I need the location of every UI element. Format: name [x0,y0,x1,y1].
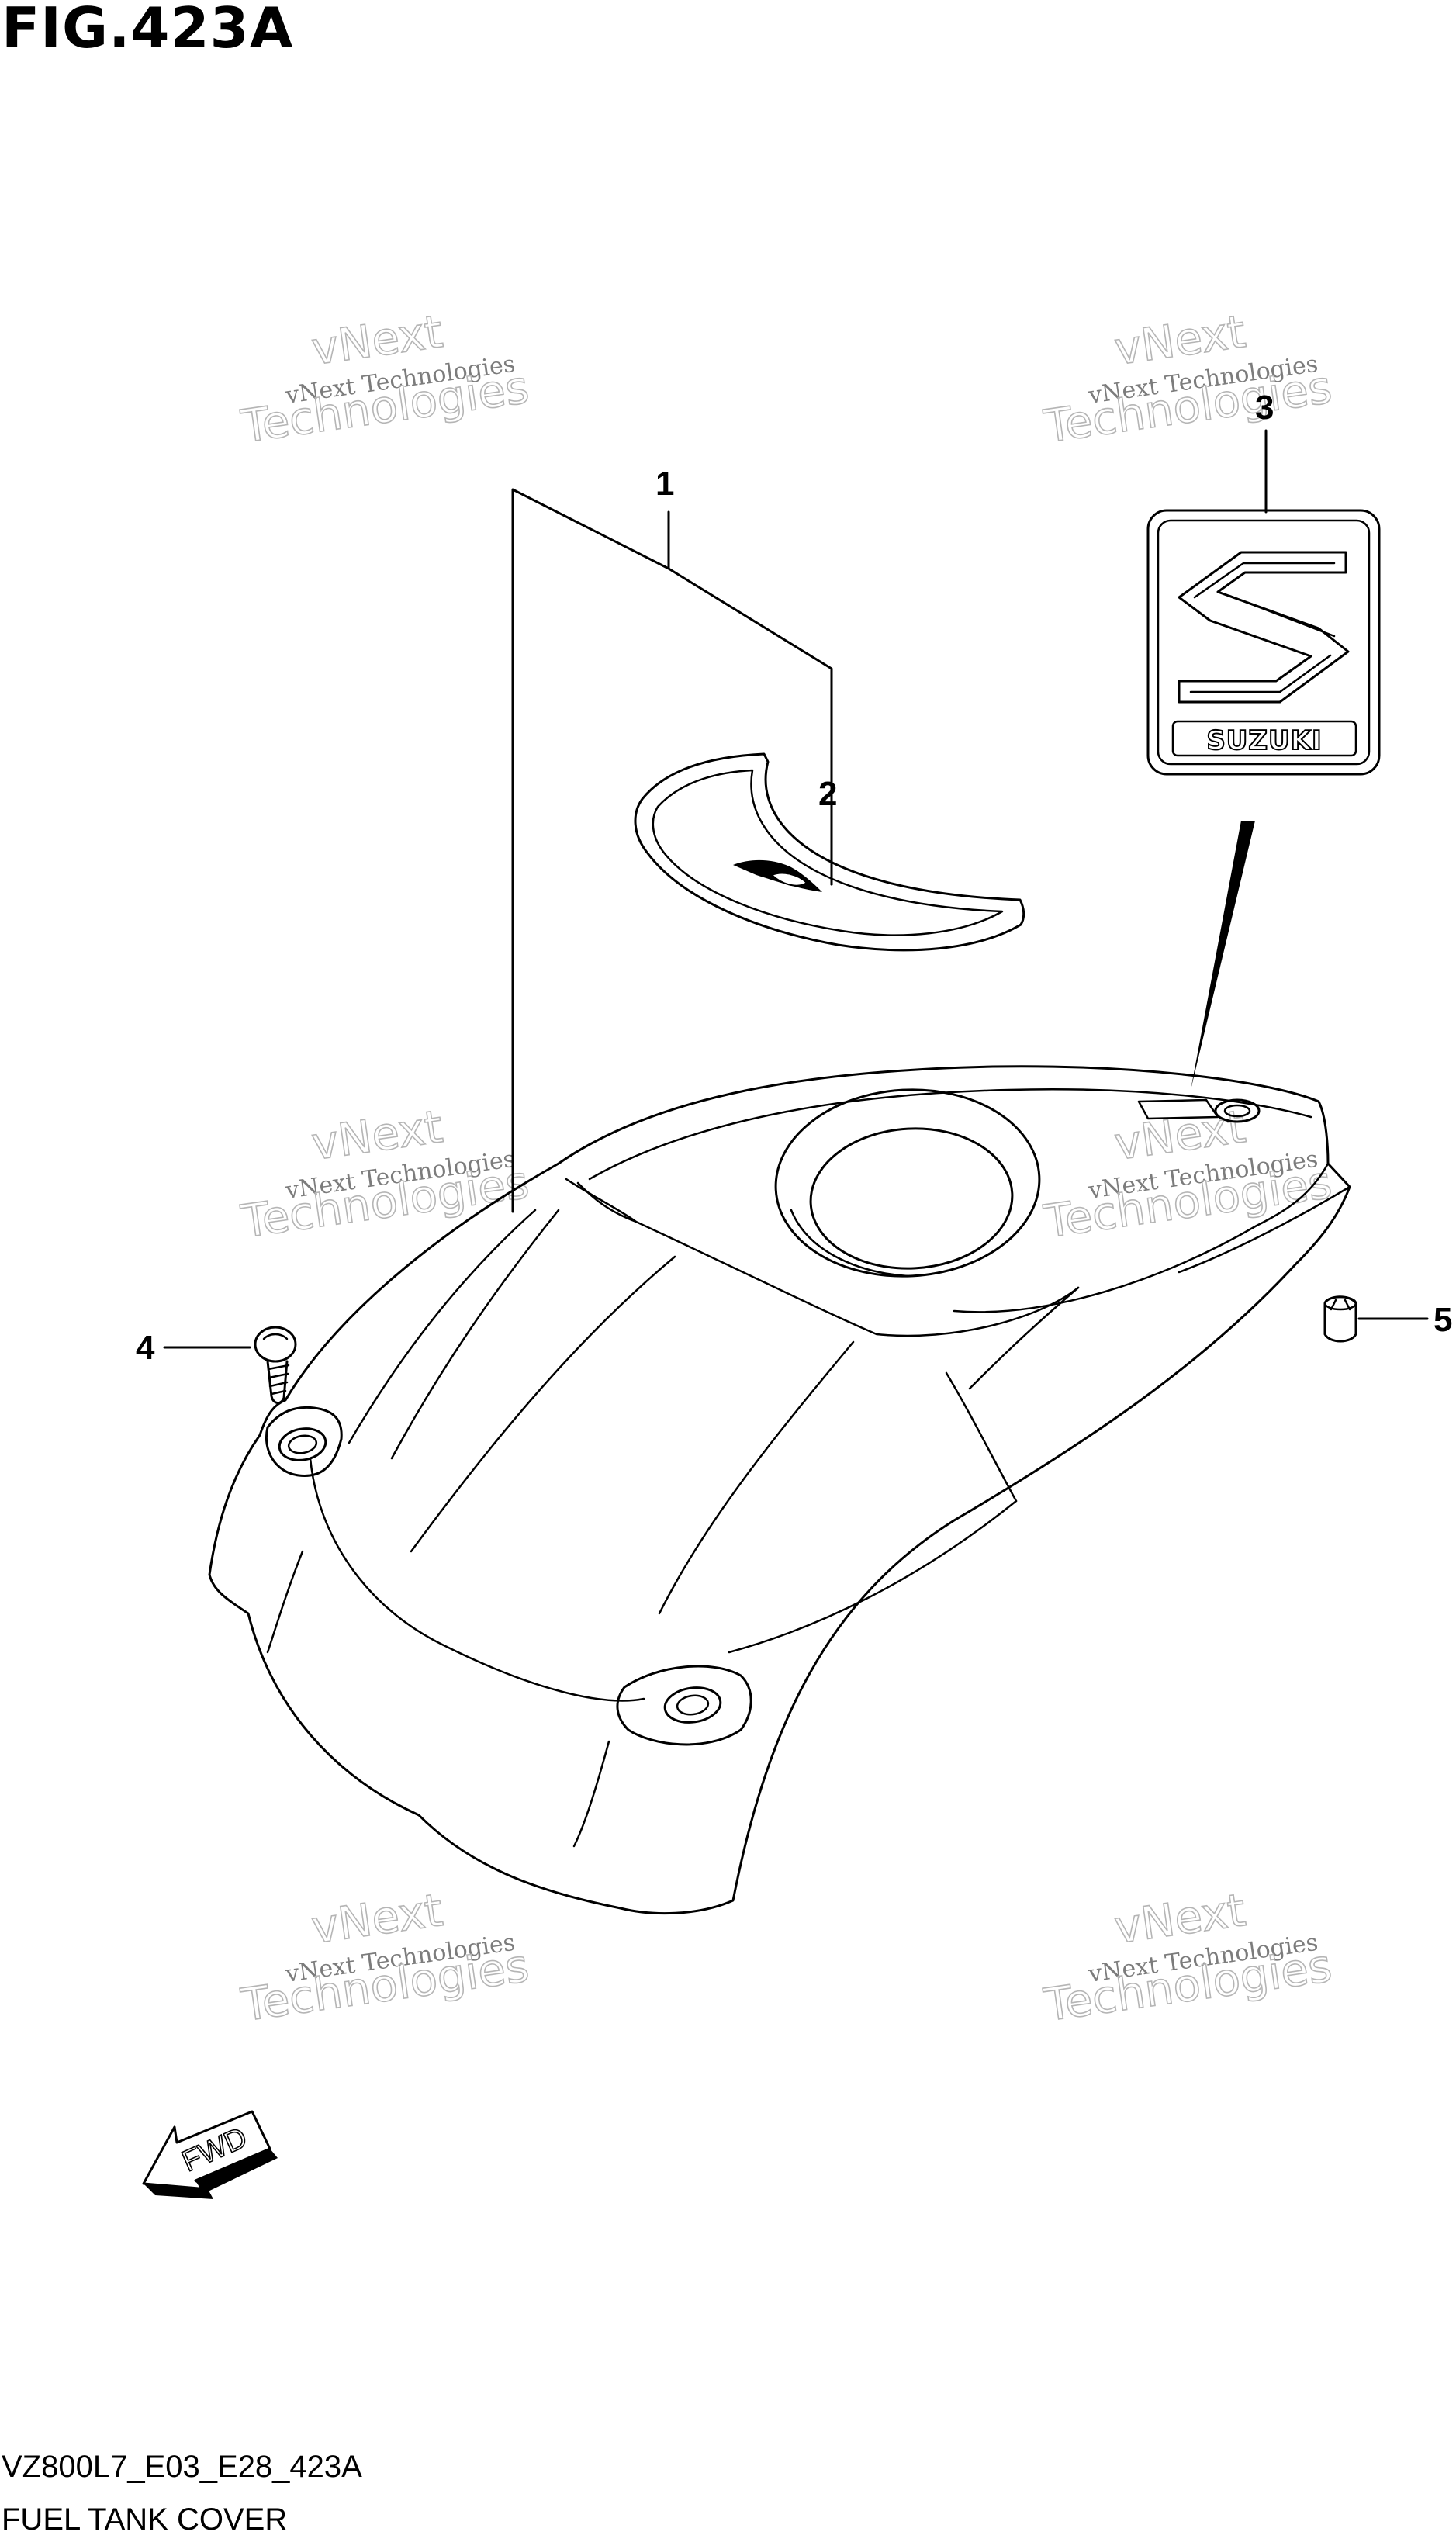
drawing-code: VZ800L7_E03_E28_423A [2,2450,362,2484]
watermark-top-left: vNext Technologies vNext Technologies [237,304,533,454]
grommet-nut-icon [1323,1295,1357,1343]
tank-pad-logo-icon [733,859,822,892]
callout-3-number: 3 [1255,389,1274,427]
watermark-top-right: vNext Technologies vNext Technologies [1040,304,1336,454]
callout-5[interactable]: 5 [1357,1301,1452,1339]
fuel-tank-cover[interactable] [208,1065,1351,1915]
watermark-bottom-right: vNext Technologies vNext Technologies [1040,1883,1336,2032]
front-mount-hole [1214,1098,1261,1123]
callout-2[interactable]: 2 [818,775,837,886]
callout-1[interactable]: 1 [511,465,833,1213]
tank-pad-outline [634,752,1025,952]
screw-part[interactable] [254,1326,297,1404]
callout-5-number: 5 [1434,1301,1452,1339]
tank-pad-emblem[interactable] [634,752,1025,952]
rear-mount-boss [616,1665,752,1746]
suzuki-emblem[interactable]: SUZUKI [1146,509,1381,776]
callout-4-number: 4 [136,1329,155,1367]
grommet-nut-part[interactable] [1323,1295,1357,1343]
callout-4[interactable]: 4 [136,1329,251,1367]
tank-pad-inner-outline [652,769,1004,936]
filler-cap-outer-ring [774,1088,1041,1278]
cover-outer-outline [208,1065,1351,1915]
watermark-group: vNext Technologies vNext Technologies vN… [237,304,1336,2032]
callout-1-number: 1 [655,465,674,503]
watermark-mid-right: vNext Technologies vNext Technologies [1040,1099,1336,1249]
callout-2-number: 2 [818,775,837,813]
watermark-bottom-left: vNext Technologies vNext Technologies [237,1883,533,2032]
watermark-mid-left: vNext Technologies vNext Technologies [237,1099,533,1249]
callout-1-leader [511,488,833,1213]
screw-head-icon [254,1326,297,1363]
part-group-name: FUEL TANK COVER [2,2502,288,2537]
forward-arrow-icon: FWD [142,2110,278,2199]
rear-mount-hole [663,1686,722,1724]
emblem-wordmark: SUZUKI [1206,725,1322,756]
figure-title: FIG.423A [2,0,294,61]
emblem-outer-border [1146,509,1381,776]
screw-shank [266,1360,289,1404]
callout-3[interactable]: 3 [1255,389,1274,514]
suzuki-s-logo-icon [1178,551,1350,704]
emblem-location-pointer [1191,821,1255,1090]
filler-cap-inner-ring [809,1127,1014,1270]
emblem-inner-border [1157,519,1371,766]
left-mount-hole [278,1427,327,1461]
left-mount-boss [265,1406,343,1477]
emblem-text-plate [1171,720,1357,757]
